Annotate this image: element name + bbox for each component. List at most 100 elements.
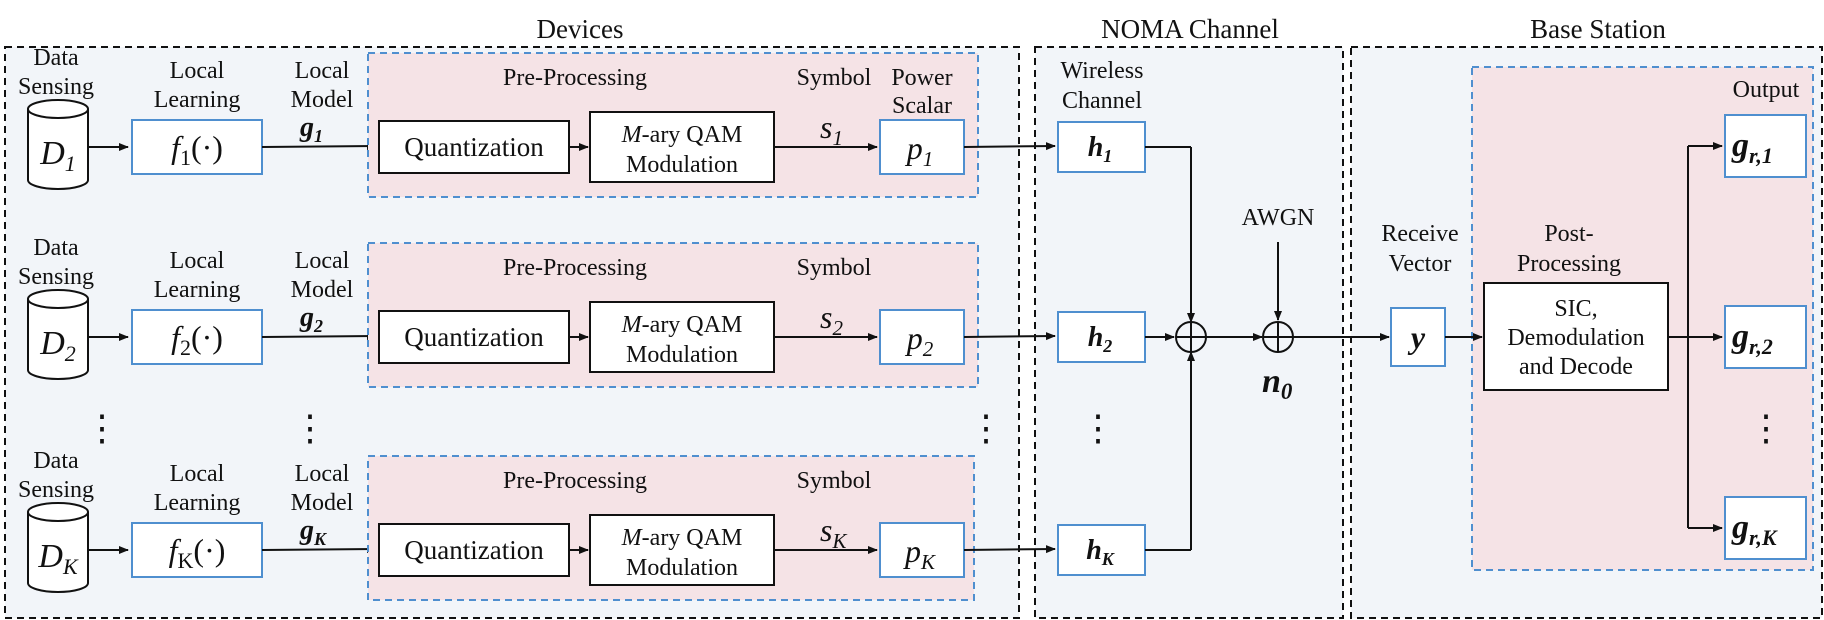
ellipsis-output: ⋮ (1748, 408, 1784, 448)
data-symbol-1: D1 (39, 135, 76, 176)
quantization-box (378, 310, 570, 364)
channel-k: hK (1086, 535, 1116, 569)
base-station-title: Base Station (1530, 14, 1666, 44)
awgn-label: AWGN (1242, 205, 1315, 231)
quantization-label: Quantization (404, 322, 544, 352)
output-box (1724, 496, 1807, 560)
local-model-label-2: Model (291, 490, 354, 516)
data-sensing-label-2: Sensing (18, 477, 94, 503)
symbol-label: Symbol (797, 468, 872, 494)
sic-demod-decode-box (1483, 282, 1669, 391)
post-processing-label: Post- (1544, 221, 1593, 247)
receive-vector-label: Receive (1381, 221, 1458, 247)
modulation-label-2: Modulation (626, 555, 738, 581)
database-icon (27, 99, 89, 190)
modulation-box (589, 111, 775, 183)
data-sensing-label: Data (33, 235, 79, 261)
local-model-label: Local (295, 248, 350, 274)
power-2: p2 (905, 320, 934, 361)
receive-vector-box (1390, 307, 1446, 367)
symbol-1: s1 (820, 109, 843, 150)
output-symbol-k: gr,K (1731, 509, 1778, 550)
database-icon (27, 502, 89, 593)
devices-title: Devices (537, 14, 624, 44)
post-processing-label-2: Processing (1517, 251, 1621, 277)
local-learning-label-2: Learning (154, 87, 241, 113)
demod-label: Demodulation (1507, 325, 1644, 351)
local-learning-label: Local (170, 461, 225, 487)
channel-box (1057, 311, 1146, 363)
quantization-box (378, 523, 570, 577)
modulation-label-2: Modulation (626, 152, 738, 178)
output-box (1724, 305, 1807, 369)
data-symbol-2: D2 (39, 325, 76, 366)
output-label: Output (1733, 77, 1800, 103)
quantization-label: Quantization (404, 132, 544, 162)
pre-processing-label: Pre-Processing (503, 255, 647, 281)
sum-node (1175, 321, 1207, 353)
local-learning-label: Local (170, 248, 225, 274)
symbol-2: s2 (820, 299, 843, 340)
power-scalar-label-2: Scalar (892, 93, 952, 119)
local-learning-label-2: Learning (154, 277, 241, 303)
sic-label: SIC, (1554, 296, 1597, 322)
channel-2: h2 (1088, 322, 1113, 356)
local-learning-label: Local (170, 58, 225, 84)
pre-processing-label: Pre-Processing (503, 65, 647, 91)
noma-title: NOMA Channel (1101, 14, 1279, 44)
modulation-label: M-ary QAM (621, 122, 743, 148)
local-model-symbol-1: g1 (299, 112, 323, 146)
ellipsis-model: ⋮ (292, 408, 328, 448)
data-symbol-k: DK (37, 538, 79, 579)
receive-vector-symbol: y (1407, 319, 1426, 355)
ellipsis-data: ⋮ (84, 408, 120, 448)
ellipsis-power: ⋮ (968, 408, 1004, 448)
local-model-label: Local (295, 58, 350, 84)
data-sensing-label-2: Sensing (18, 264, 94, 290)
output-symbol-1: gr,1 (1731, 127, 1773, 168)
power-1: p1 (905, 130, 934, 171)
decode-label: and Decode (1519, 354, 1633, 380)
modulation-label-2: Modulation (626, 342, 738, 368)
quantization-label: Quantization (404, 535, 544, 565)
data-sensing-label: Data (33, 448, 79, 474)
local-learning-box (131, 119, 263, 175)
receive-vector-label-2: Vector (1389, 251, 1452, 277)
output-symbol-2: gr,2 (1731, 318, 1773, 359)
database-icon (27, 289, 89, 380)
ellipsis-channel: ⋮ (1080, 408, 1116, 448)
data-sensing-label: Data (33, 45, 79, 71)
local-learning-box (131, 309, 263, 365)
noise-symbol: n0 (1262, 363, 1293, 404)
local-model-label-2: Model (291, 277, 354, 303)
local-model-symbol-2: g2 (299, 302, 323, 336)
symbol-k: sK (820, 512, 847, 553)
wireless-channel-label-2: Channel (1062, 88, 1142, 114)
local-learning-label-2: Learning (154, 490, 241, 516)
pre-processing-label: Pre-Processing (503, 468, 647, 494)
data-sensing-label-2: Sensing (18, 74, 94, 100)
local-function-1: f1(·) (171, 129, 223, 170)
output-box (1724, 114, 1807, 178)
local-model-label-2: Model (291, 87, 354, 113)
wireless-channel-label: Wireless (1060, 58, 1143, 84)
channel-1: h1 (1088, 132, 1113, 166)
channel-box (1057, 121, 1146, 173)
noise-add-node (1262, 321, 1294, 353)
local-model-label: Local (295, 461, 350, 487)
channel-box (1057, 524, 1146, 576)
symbol-label: Symbol (797, 255, 872, 281)
power-scalar-box (879, 119, 965, 175)
modulation-box (589, 301, 775, 373)
modulation-box (589, 514, 775, 586)
local-model-symbol-k: gK (299, 515, 328, 549)
local-function-k: fK(·) (169, 532, 226, 573)
modulation-label: M-ary QAM (621, 312, 743, 338)
power-scalar-box (879, 309, 965, 365)
quantization-box (378, 120, 570, 174)
local-function-2: f2(·) (171, 319, 223, 360)
power-k: pK (903, 533, 936, 574)
